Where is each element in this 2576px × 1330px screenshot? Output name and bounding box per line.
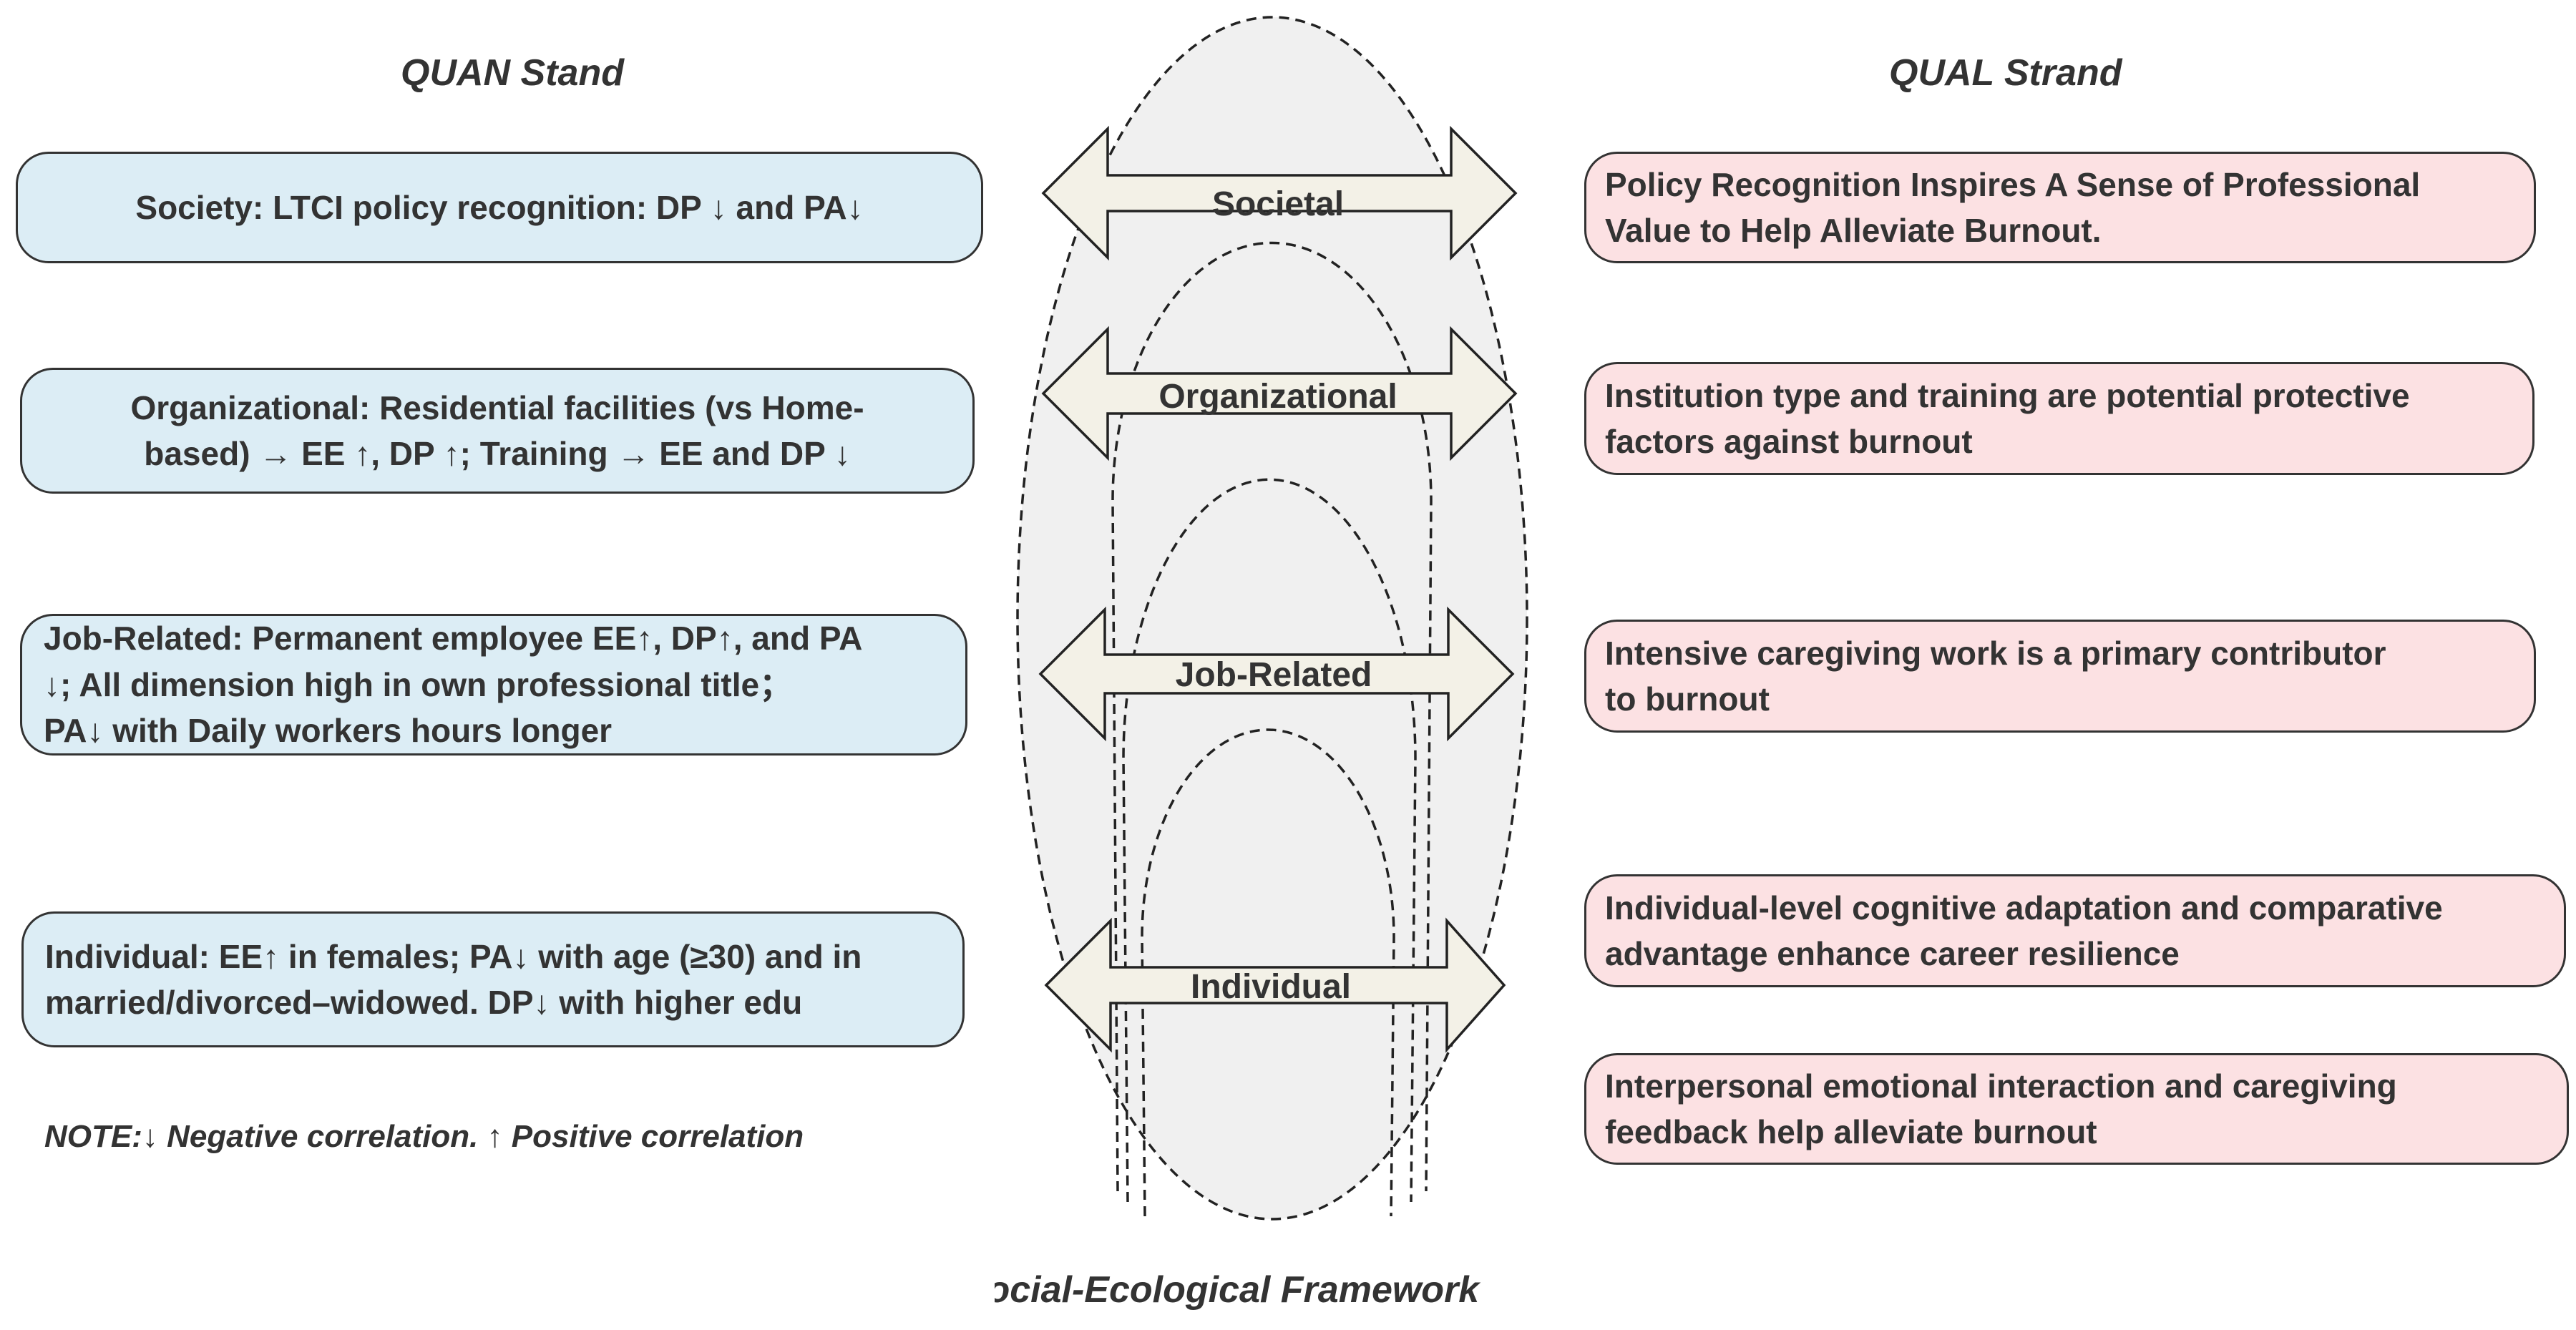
quan-box-job-related: Job-Related: Permanent employee EE↑, DP↑… [20, 614, 967, 756]
quan-box-society-text: Society: LTCI policy recognition: DP ↓ a… [135, 188, 864, 226]
arrow-organizational [1041, 326, 1518, 461]
label-job-related: Job-Related [1176, 656, 1372, 694]
qual-box-organizational: Institution type and training are potent… [1584, 362, 2534, 475]
label-organizational: Organizational [1158, 378, 1397, 416]
quan-box-organizational: Organizational: Residential facilities (… [20, 368, 975, 494]
qual-box-societal: Policy Recognition Inspires A Sense of P… [1584, 152, 2536, 263]
qual-box-job-related: Intensive caregiving work is a primary c… [1584, 620, 2536, 733]
arrow-job-related [1038, 606, 1515, 742]
label-societal: Societal [1212, 185, 1344, 223]
qual-box-job-related-text: Intensive caregiving work is a primary c… [1605, 634, 2386, 718]
ring-individual [1141, 728, 1395, 1217]
arrow-societal [1041, 125, 1518, 261]
framework-title: Social-Ecological Framework [995, 1269, 1481, 1311]
social-ecological-framework: Societal Organizational Job-Related Indi… [995, 16, 1528, 1311]
qual-box-individual-interpersonal: Interpersonal emotional interaction and … [1584, 1053, 2569, 1165]
qual-box-societal-text: Policy Recognition Inspires A Sense of P… [1605, 165, 2421, 249]
quan-heading: QUAN Stand [401, 52, 624, 94]
level-labels: Societal Organizational Job-Related Indi… [1158, 185, 1397, 1006]
quan-box-organizational-text: Organizational: Residential facilities (… [130, 388, 864, 472]
quan-box-society: Society: LTCI policy recognition: DP ↓ a… [16, 152, 983, 263]
outer-ellipse [1016, 16, 1528, 1221]
qual-box-individual-cognitive-text: Individual-level cognitive adaptation an… [1605, 889, 2443, 972]
qual-box-individual-interpersonal-text: Interpersonal emotional interaction and … [1605, 1067, 2397, 1150]
quan-box-job-related-text: Job-Related: Permanent employee EE↑, DP↑… [44, 620, 863, 750]
correlation-note: NOTE:↓ Negative correlation. ↑ Positive … [44, 1119, 804, 1154]
qual-box-organizational-text: Institution type and training are potent… [1605, 376, 2410, 460]
arrow-individual [1044, 917, 1506, 1053]
label-individual: Individual [1191, 968, 1351, 1006]
qual-heading: QUAL Strand [1889, 52, 2122, 94]
quan-box-individual-text: Individual: EE↑ in females; PA↓ with age… [45, 937, 862, 1021]
quan-box-individual: Individual: EE↑ in females; PA↓ with age… [21, 911, 965, 1047]
level-arrows [1038, 125, 1518, 1053]
qual-box-individual-cognitive: Individual-level cognitive adaptation an… [1584, 874, 2566, 987]
